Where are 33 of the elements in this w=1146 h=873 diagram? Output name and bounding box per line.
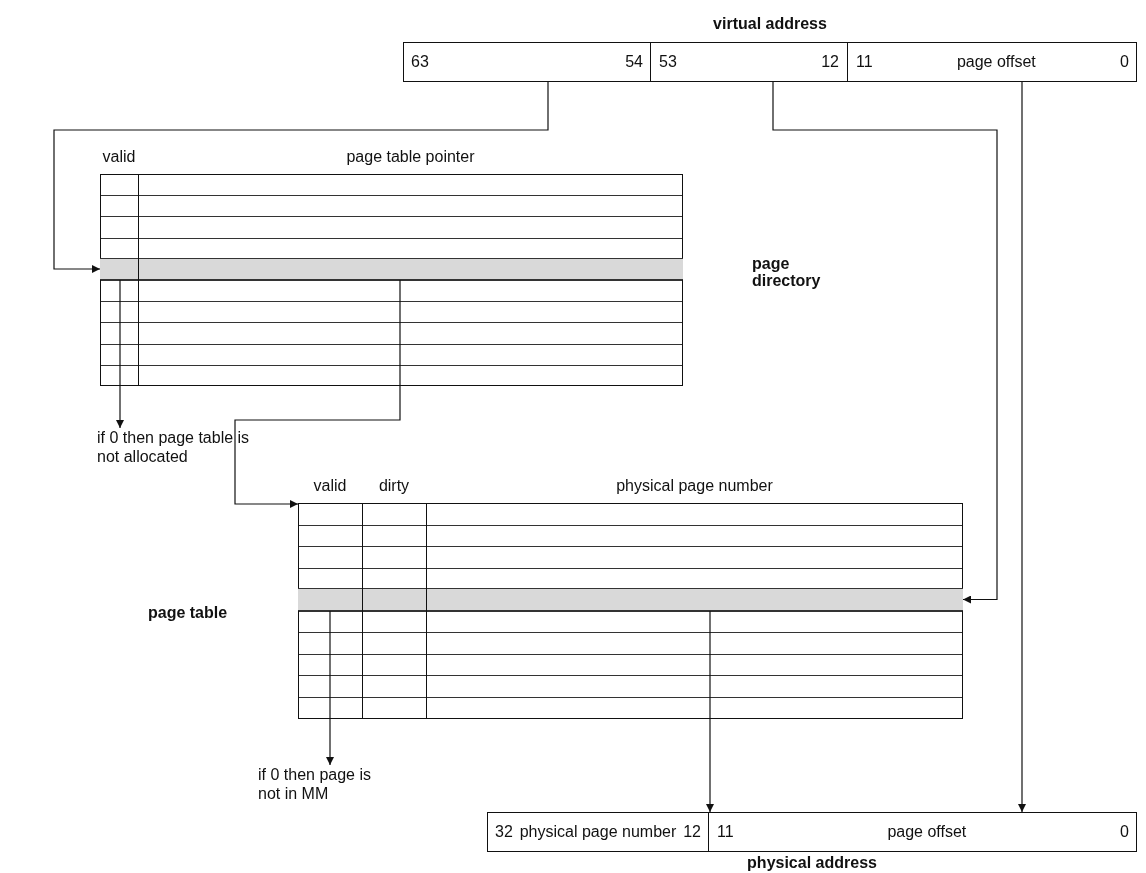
arrow	[326, 610, 334, 766]
arrow	[234, 279, 401, 508]
field-label: page offset	[887, 823, 967, 841]
note-text: if 0 then page table is not allocated	[97, 428, 257, 468]
column-header: valid	[312, 477, 348, 495]
field-label: 11	[856, 53, 873, 71]
field-label: 12	[683, 823, 701, 841]
field-label: 32	[495, 823, 513, 841]
register-title: virtual address	[712, 15, 828, 33]
register-title: physical address	[746, 854, 878, 872]
selected-table-row	[100, 258, 683, 280]
column-header: valid	[101, 148, 137, 166]
selected-table-row	[298, 588, 963, 611]
arrow	[772, 81, 998, 604]
table-name: page directory	[752, 255, 822, 289]
field-label: 63	[411, 53, 429, 71]
column-header: dirty	[377, 477, 411, 495]
column-header: page table pointer	[345, 148, 476, 166]
field-label: page offset	[956, 53, 1036, 71]
field-label: 0	[1120, 53, 1129, 71]
arrow	[116, 279, 124, 429]
field-label: 54	[625, 53, 643, 71]
field-label: 53	[659, 53, 677, 71]
column-header: physical page number	[615, 477, 774, 495]
note-text: if 0 then page is not in MM	[258, 765, 383, 805]
field-label: 12	[821, 53, 839, 71]
field-label: 0	[1120, 823, 1129, 841]
field-label: physical page number	[519, 823, 677, 841]
arrow	[1018, 81, 1026, 813]
field-label: 11	[717, 823, 734, 841]
arrow	[706, 610, 714, 813]
table-name: page table	[148, 604, 229, 621]
arrow	[53, 81, 549, 273]
